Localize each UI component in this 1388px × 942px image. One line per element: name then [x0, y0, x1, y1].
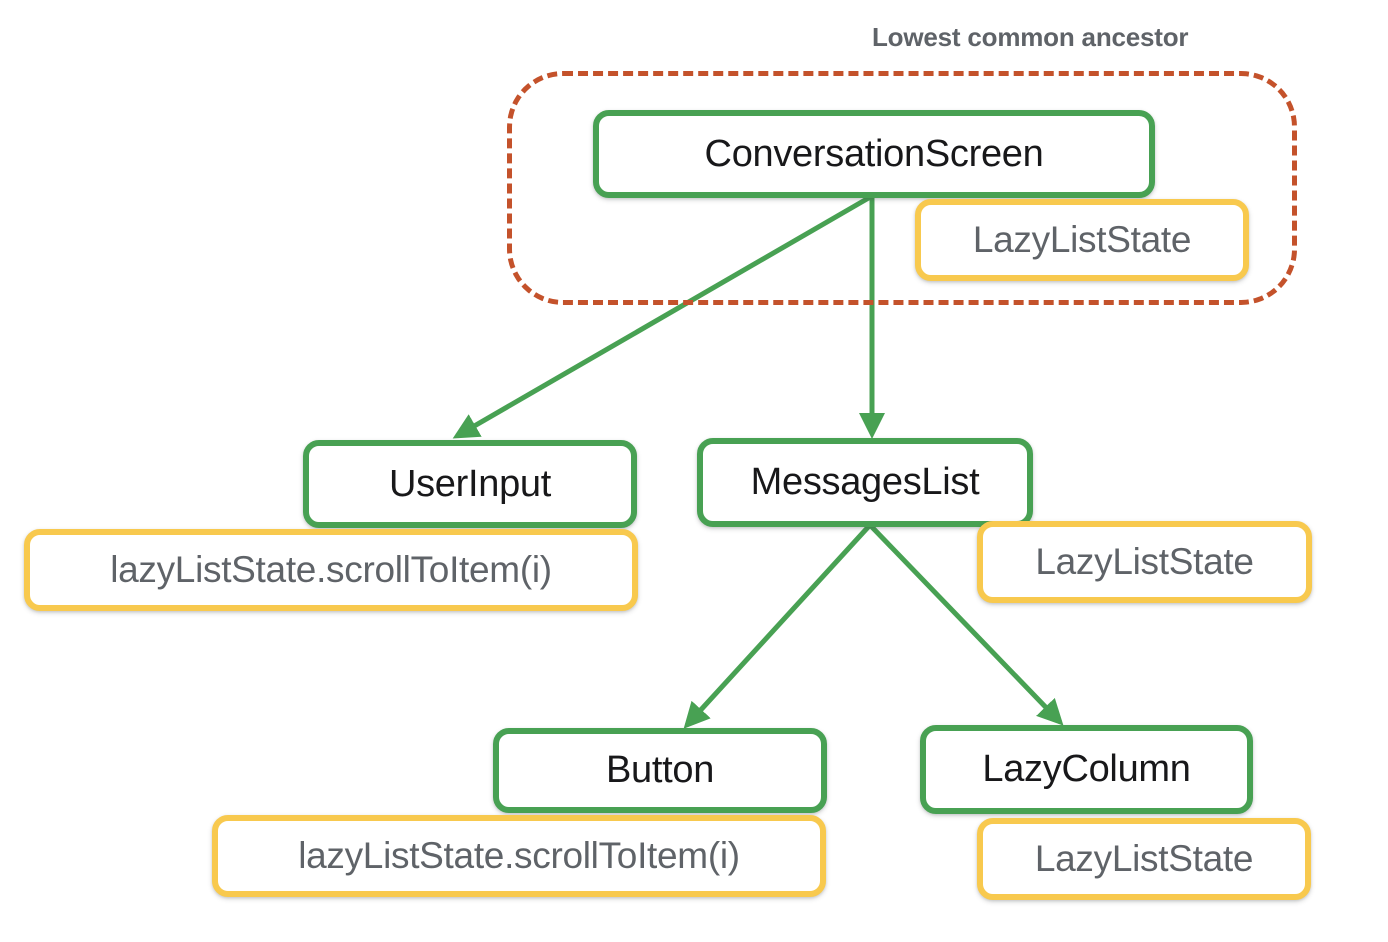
node-messages-list-state-label: LazyListState [1035, 541, 1254, 582]
node-messages-list-state[interactable]: LazyListState [977, 521, 1312, 603]
node-messages-list-label: MessagesList [750, 461, 980, 503]
node-messages-list[interactable]: MessagesList [697, 438, 1033, 527]
edge-messageslist-to-button [683, 523, 872, 729]
node-conversation-screen-state[interactable]: LazyListState [915, 199, 1249, 281]
node-conversation-screen-state-label: LazyListState [972, 219, 1192, 260]
node-user-input[interactable]: UserInput [303, 440, 637, 528]
node-lazy-column-state-label: LazyListState [1034, 838, 1254, 879]
node-lazy-column-state[interactable]: LazyListState [977, 818, 1311, 900]
node-lazy-column[interactable]: LazyColumn [920, 725, 1253, 814]
node-user-input-state[interactable]: lazyListState.scrollToItem(i) [24, 529, 638, 611]
node-button-state-label: lazyListState.scrollToItem(i) [298, 835, 740, 876]
lowest-common-ancestor-region [507, 71, 1297, 305]
node-button-label: Button [605, 749, 715, 791]
node-button[interactable]: Button [493, 728, 827, 813]
lowest-common-ancestor-label: Lowest common ancestor [872, 22, 1189, 52]
node-conversation-screen[interactable]: ConversationScreen [593, 110, 1155, 198]
node-conversation-screen-label: ConversationScreen [704, 132, 1044, 175]
node-lazy-column-label: LazyColumn [982, 748, 1191, 790]
node-button-state[interactable]: lazyListState.scrollToItem(i) [212, 815, 826, 897]
node-user-input-label: UserInput [388, 462, 552, 505]
node-user-input-state-label: lazyListState.scrollToItem(i) [110, 549, 552, 590]
